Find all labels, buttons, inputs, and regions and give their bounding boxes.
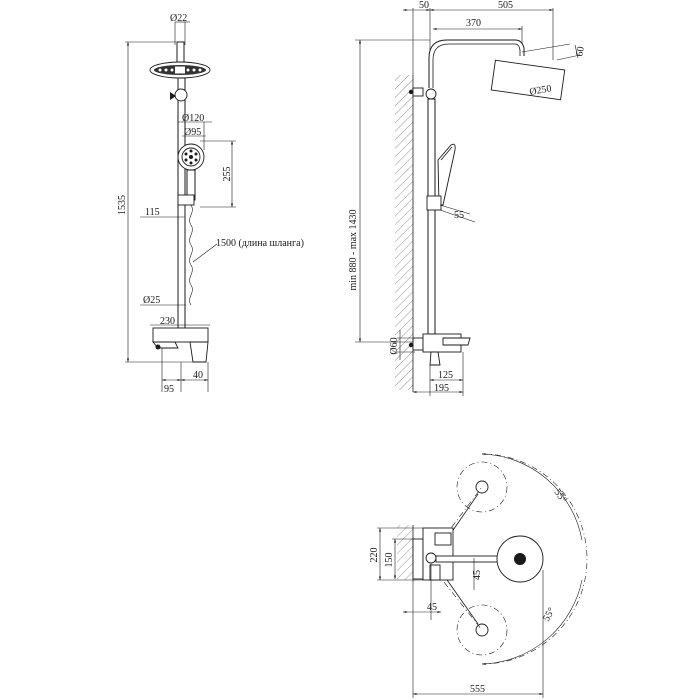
wall-hatch-top [397, 525, 413, 580]
dim-230: 230 [160, 316, 175, 327]
shower-head-top-center [514, 553, 526, 565]
mixer-flange [412, 337, 424, 351]
hand-shower-edge [440, 146, 453, 161]
side-view: 50 505 370 60 Ø250 55 min 88 [348, 0, 587, 396]
leader-line [192, 243, 218, 263]
spout-outlet [155, 344, 161, 350]
dim-d120: Ø120 [182, 113, 204, 124]
bracket-screw [408, 89, 414, 95]
angle-arc-bottom [481, 579, 583, 665]
dim-125: 125 [438, 370, 453, 381]
leader-line [439, 209, 476, 223]
shower-head-side [490, 59, 566, 101]
joint-side [425, 88, 437, 100]
holder-side [426, 195, 442, 211]
mixer-handle [189, 341, 209, 363]
joint-knob [170, 92, 176, 100]
rotated-head-top [456, 461, 508, 513]
wall-bracket [412, 87, 424, 97]
ext-line [556, 54, 581, 61]
dim-40: 40 [193, 370, 203, 381]
hose [189, 204, 193, 306]
dim-1535: 1535 [117, 195, 128, 215]
angle-arc-top [481, 453, 583, 541]
mixer-handle-top [434, 532, 452, 546]
dim-d25: Ø25 [143, 295, 160, 306]
angle-top: 55° [552, 487, 569, 505]
leader-line [439, 204, 471, 215]
dim-45-vertical: 45 [472, 570, 483, 580]
shower-arm [428, 39, 525, 88]
dim-d22: Ø22 [170, 13, 187, 24]
dim-55: 55 [454, 210, 464, 221]
dim-height-range: min 880 - max 1430 [348, 209, 359, 290]
riser-top [425, 552, 437, 564]
dim-line [574, 44, 579, 59]
riser-side [427, 98, 436, 335]
dim-d95: Ø95 [184, 127, 201, 138]
dim-505: 505 [498, 0, 513, 11]
dim-255: 255 [222, 167, 233, 182]
top-view: 55° 55° 220 150 4 [369, 453, 588, 698]
dim-45-horizontal: 45 [427, 602, 437, 613]
spout-top [429, 564, 441, 581]
dim-220: 220 [369, 548, 380, 563]
rotated-head-top-center [475, 480, 489, 494]
dim-95: 95 [164, 384, 174, 395]
front-view: Ø22 1535 [117, 13, 304, 395]
angle-bottom: 55° [541, 606, 558, 624]
joint [174, 88, 188, 102]
holder [177, 194, 195, 206]
dim-60: 60 [574, 46, 587, 58]
dim-150: 150 [384, 553, 395, 568]
rotated-head-bottom [456, 604, 508, 656]
arm-pipe [176, 41, 185, 65]
dim-hose: 1500 (длина шланга) [216, 238, 304, 249]
dim-370: 370 [466, 18, 481, 29]
mixer-body [152, 327, 209, 343]
dim-d250: Ø250 [529, 83, 553, 98]
ext-line [521, 43, 571, 53]
wall-hatch [395, 75, 413, 390]
dim-555: 555 [470, 684, 485, 695]
shower-arm-inner [432, 43, 521, 88]
mixer-flange-top [412, 538, 424, 580]
spout-side [429, 351, 441, 366]
mixer-lever [442, 337, 471, 346]
dim-195: 195 [434, 383, 449, 394]
dim-50: 50 [419, 0, 429, 11]
mixer-screw [408, 342, 414, 348]
hand-shower-side [437, 143, 456, 206]
dim-115: 115 [145, 207, 160, 218]
rotated-arm-bottom [435, 571, 483, 631]
dim-d60: Ø60 [389, 337, 400, 354]
